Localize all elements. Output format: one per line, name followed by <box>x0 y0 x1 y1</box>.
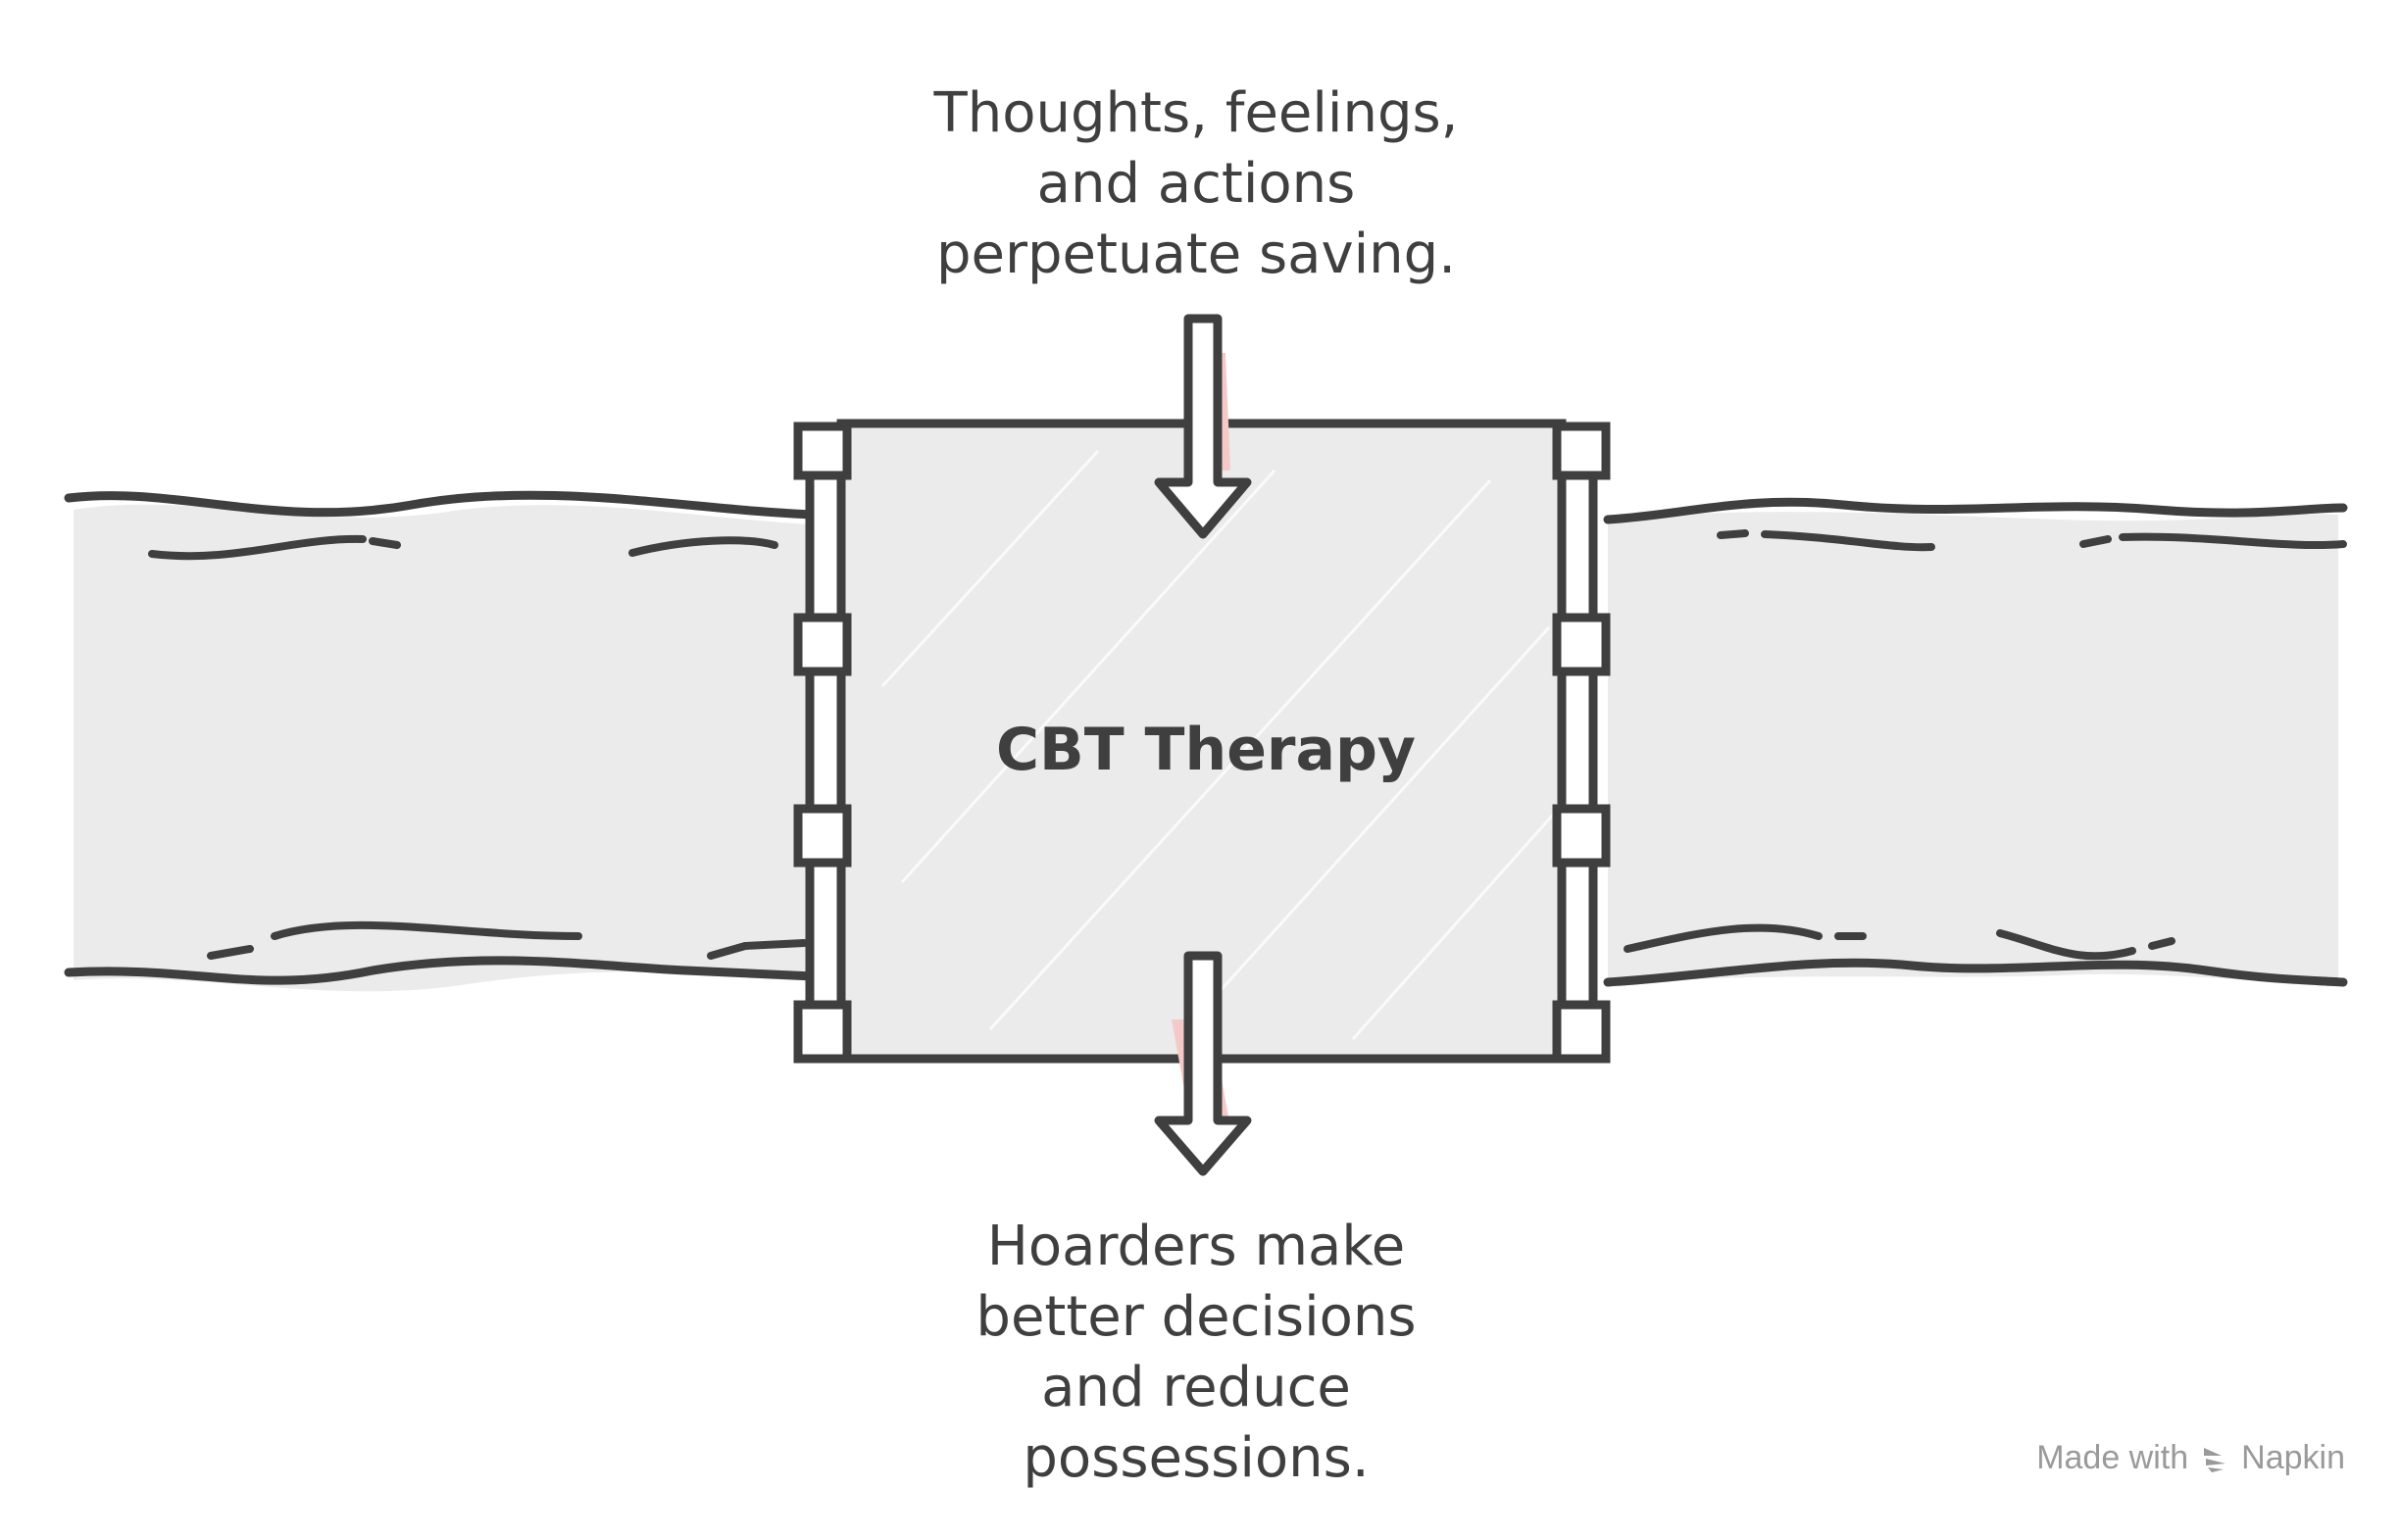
left-pipe-bottom-edge <box>64 956 819 985</box>
center-label: CBT Therapy <box>995 716 1417 784</box>
bottom-caption: Hoarders make better decisions and reduc… <box>975 1215 1417 1490</box>
right-pipe-bottom-edge <box>1603 958 2348 987</box>
right-pipe-bottom-dash <box>1624 923 2175 961</box>
right-pipe-fill <box>1608 512 2338 985</box>
napkin-logo-icon <box>2204 1447 2226 1472</box>
down-arrow-icon <box>1154 951 1252 1176</box>
left-pipe-top-edge <box>64 490 819 520</box>
left-pipe-fill <box>74 504 814 992</box>
napkin-watermark: Made with Napkin <box>2036 1439 2345 1477</box>
right-pipe-top-dash <box>1717 529 2347 552</box>
watermark-prefix: Made with <box>2036 1439 2189 1476</box>
right-pipe-top-edge <box>1603 497 2348 524</box>
right-flange <box>1552 422 1611 1064</box>
top-caption: Thoughts, feelings, and actions perpetua… <box>933 81 1459 286</box>
left-flange <box>793 422 852 1064</box>
watermark-brand: Napkin <box>2241 1439 2345 1476</box>
box-hatching <box>880 449 1556 1041</box>
left-pipe-bottom-dash <box>207 920 808 960</box>
down-arrow-icon <box>1154 314 1252 539</box>
left-pipe-top-dash <box>148 534 778 561</box>
